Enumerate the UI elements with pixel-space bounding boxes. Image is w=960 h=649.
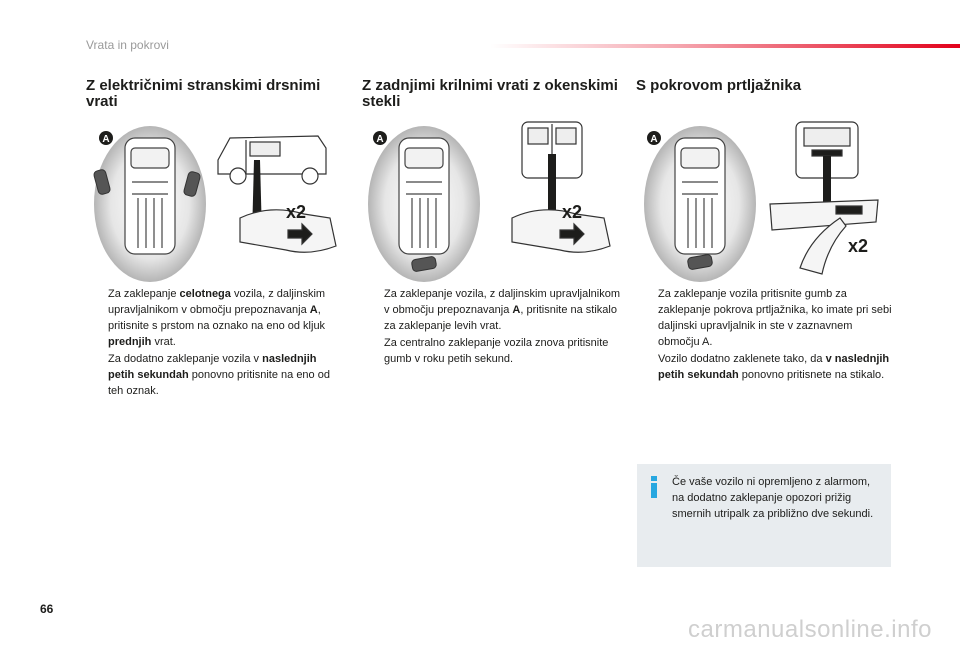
instruction-text: Za zaklepanje vozila pritisnite gumb za …	[658, 288, 892, 348]
remote-key-icon	[687, 254, 713, 270]
instructions-list: Za zaklepanje celotnega vozila, z daljin…	[86, 286, 344, 400]
column-rear-doors: Z zadnjimi krilnimi vrati z okenskimi st…	[362, 77, 620, 366]
press-count: x2	[562, 202, 582, 222]
zone-marker	[99, 131, 113, 145]
instruction-text: Za zaklepanje vozila, z daljinskim uprav…	[384, 288, 620, 332]
bullet-icon	[362, 335, 384, 367]
illustration-rear-doors: A x2	[368, 121, 611, 282]
instructions-list: Za zaklepanje vozila pritisnite gumb za …	[636, 286, 894, 384]
bullet-icon	[636, 286, 658, 350]
illustration-tailgate: A x2	[644, 121, 879, 282]
list-item: Za centralno zaklepanje vozila znova pri…	[362, 335, 620, 367]
list-item: Vozilo dodatno zaklenete tako, da v nasl…	[636, 351, 894, 383]
list-item: Za zaklepanje celotnega vozila, z daljin…	[86, 286, 344, 350]
hand-on-handle	[239, 209, 337, 253]
bullet-icon	[362, 286, 384, 334]
van-top-view	[674, 137, 726, 255]
watermark: carmanualsonline.info	[688, 616, 932, 643]
hand-on-handle	[511, 209, 611, 253]
column-title: Z električnimi stranskimi drsnimi vrati	[86, 77, 321, 110]
info-note-text: Če vaše vozilo ni opremljeno z alarmom, …	[672, 476, 874, 520]
bullet-icon	[86, 351, 108, 399]
van-top-view	[124, 137, 176, 255]
press-count: x2	[286, 202, 306, 222]
column-side-doors: Z električnimi stranskimi drsnimi vrati	[86, 77, 344, 397]
van-top-view	[398, 137, 450, 255]
instructions-list: Za zaklepanje vozila, z daljinskim uprav…	[362, 286, 620, 368]
zone-marker-label: A	[102, 134, 109, 145]
column-tailgate: S pokrovom prtljažnika A	[636, 77, 894, 382]
instruction-text: Vozilo dodatno zaklenete tako, da v nasl…	[658, 353, 890, 381]
illustration-side-doors: A x2	[93, 126, 337, 282]
hand-on-button	[769, 199, 879, 275]
header-accent-bar	[490, 44, 960, 48]
list-item: Za dodatno zaklepanje vozila v naslednji…	[86, 351, 344, 399]
van-rear-view	[795, 121, 859, 179]
pointer-arrow	[823, 156, 831, 202]
zone-marker-label: A	[376, 134, 383, 145]
remote-key-icon	[93, 169, 201, 197]
column-title: S pokrovom prtljažnika	[636, 77, 802, 94]
instruction-text: Za dodatno zaklepanje vozila v naslednji…	[108, 353, 330, 397]
info-note: Če vaše vozilo ni opremljeno z alarmom, …	[637, 464, 891, 567]
van-side-view	[217, 135, 327, 185]
column-title: Z zadnjimi krilnimi vrati z okenskimi st…	[362, 77, 618, 110]
section-title: Vrata in pokrovi	[86, 38, 169, 52]
remote-key-icon	[411, 256, 437, 272]
list-item: Za zaklepanje vozila pritisnite gumb za …	[636, 286, 894, 350]
zone-marker	[373, 131, 387, 145]
list-item: Za zaklepanje vozila, z daljinskim uprav…	[362, 286, 620, 334]
press-count: x2	[848, 236, 868, 256]
instruction-text: Za zaklepanje celotnega vozila, z daljin…	[108, 288, 326, 348]
bullet-icon	[86, 286, 108, 350]
info-icon	[651, 476, 657, 498]
bullet-icon	[636, 351, 658, 383]
instruction-text: Za centralno zaklepanje vozila znova pri…	[384, 337, 609, 365]
zone-marker	[647, 131, 661, 145]
page-number: 66	[40, 602, 54, 616]
zone-marker-label: A	[650, 134, 657, 145]
